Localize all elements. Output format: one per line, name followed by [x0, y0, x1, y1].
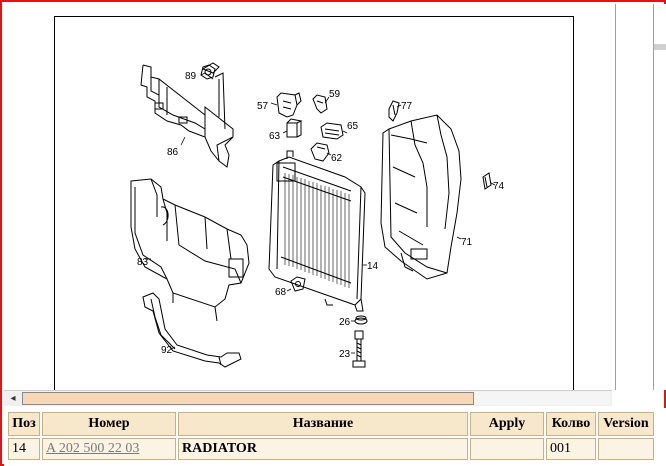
- callout-86[interactable]: 86: [167, 147, 179, 158]
- exploded-view-drawing: 89 86 57 59 63 65 62 77 74 71 83 14 68 2…: [130, 62, 505, 368]
- horizontal-scrollbar[interactable]: ◂: [4, 390, 612, 406]
- header-apply: Apply: [470, 412, 544, 436]
- parts-diagram[interactable]: 89 86 57 59 63 65 62 77 74 71 83 14 68 2…: [54, 16, 574, 390]
- part-65-connector[interactable]: [320, 122, 344, 140]
- part-26-grommet[interactable]: [354, 315, 368, 325]
- part-57-bracket[interactable]: [276, 92, 302, 118]
- callout-63[interactable]: 63: [269, 131, 281, 142]
- part-89-clip[interactable]: [200, 64, 216, 80]
- leader-lines: [145, 72, 496, 354]
- callout-57[interactable]: 57: [257, 101, 269, 112]
- header-qty: Колво: [546, 412, 596, 436]
- header-version: Version: [598, 412, 654, 436]
- diagram-pane[interactable]: 89 86 57 59 63 65 62 77 74 71 83 14 68 2…: [4, 4, 612, 390]
- scrollbar-divider: [653, 4, 654, 390]
- cell-qty: 001: [546, 438, 596, 460]
- callout-23[interactable]: 23: [339, 349, 351, 360]
- part-14-radiator[interactable]: [268, 150, 366, 312]
- part-62-connector[interactable]: [310, 142, 330, 162]
- callout-74[interactable]: 74: [493, 181, 505, 192]
- header-pos: Поз: [8, 412, 40, 436]
- part-59-clip[interactable]: [312, 94, 328, 114]
- part-71-fan-shroud[interactable]: [380, 114, 462, 280]
- callout-62[interactable]: 62: [331, 153, 343, 164]
- part-83-shroud[interactable]: [130, 178, 250, 322]
- cell-version: [598, 438, 654, 460]
- callout-68[interactable]: 68: [275, 287, 287, 298]
- part-number-link[interactable]: A 202 500 22 03: [42, 438, 176, 460]
- part-63-block[interactable]: [286, 118, 303, 138]
- scroll-left-arrow-icon[interactable]: ◂: [10, 393, 16, 404]
- callout-labels: 89 86 57 59 63 65 62 77 74 71 83 14 68 2…: [137, 71, 505, 360]
- callout-83[interactable]: 83: [137, 257, 149, 268]
- callout-89[interactable]: 89: [185, 71, 197, 82]
- vertical-scrollbar[interactable]: [612, 4, 666, 390]
- table-header-row: Поз Номер Название Apply Колво Version: [8, 412, 654, 436]
- part-23-bolt[interactable]: [352, 330, 366, 368]
- header-number: Номер: [42, 412, 176, 436]
- scrollbar-divider: [615, 4, 616, 390]
- cell-apply: [470, 438, 544, 460]
- callout-92[interactable]: 92: [161, 345, 173, 356]
- parts-table: Поз Номер Название Apply Колво Version 1…: [6, 410, 656, 462]
- callout-14[interactable]: 14: [367, 261, 379, 272]
- part-86-upper-support[interactable]: [140, 62, 234, 168]
- header-name: Название: [178, 412, 468, 436]
- callout-65[interactable]: 65: [347, 121, 359, 132]
- parts-list: Поз Номер Название Apply Колво Version 1…: [4, 408, 666, 466]
- part-74-clip[interactable]: [482, 172, 492, 190]
- vertical-scroll-thumb[interactable]: [654, 44, 666, 50]
- horizontal-scroll-thumb[interactable]: [22, 392, 474, 405]
- cell-pos: 14: [8, 438, 40, 460]
- callout-77[interactable]: 77: [401, 101, 413, 112]
- cell-name: RADIATOR: [178, 438, 468, 460]
- part-92-rail[interactable]: [142, 292, 242, 368]
- part-77-clip[interactable]: [388, 100, 400, 122]
- callout-59[interactable]: 59: [329, 89, 341, 100]
- callout-71[interactable]: 71: [461, 237, 473, 248]
- callout-26[interactable]: 26: [339, 317, 351, 328]
- part-68-mount[interactable]: [290, 276, 306, 292]
- table-row[interactable]: 14 A 202 500 22 03 RADIATOR 001: [8, 438, 654, 460]
- scroll-track[interactable]: [474, 392, 610, 405]
